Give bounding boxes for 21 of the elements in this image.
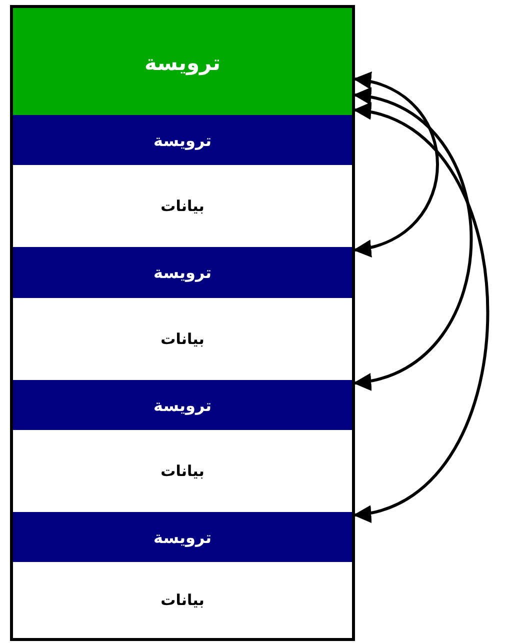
title-band xyxy=(10,5,355,118)
curved-arrow xyxy=(353,74,439,256)
band-label: بيانات xyxy=(160,462,204,480)
header-band xyxy=(10,115,355,165)
band-label: ترويسة xyxy=(154,528,212,546)
curved-arrow xyxy=(353,90,473,388)
header-band xyxy=(10,247,355,298)
band-label: ترويسة xyxy=(154,263,212,282)
data-band xyxy=(10,562,355,641)
header-band xyxy=(10,512,355,562)
band-label: بيانات xyxy=(160,197,204,215)
data-band xyxy=(10,430,355,512)
band-label: بيانات xyxy=(160,330,204,348)
data-band xyxy=(10,165,355,247)
band-label: ترويسة xyxy=(154,130,212,150)
band-label: ترويسة xyxy=(154,396,212,414)
band-label: بيانات xyxy=(160,591,204,609)
data-band xyxy=(10,298,355,380)
band-label: ترويسة xyxy=(144,51,220,75)
curved-arrow xyxy=(353,105,490,520)
header-band xyxy=(10,380,355,430)
